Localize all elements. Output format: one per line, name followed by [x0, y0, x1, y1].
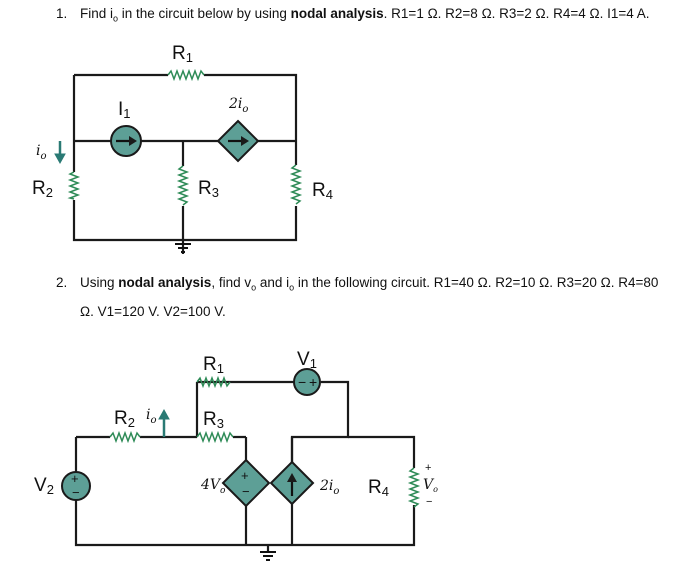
circuit-1: R1 I1 2io io R2 R3 R4: [32, 43, 333, 254]
c2-v2-plus: +: [71, 471, 79, 486]
c1-r4-resistor: [289, 164, 303, 205]
c1-left-bottom-wire: [72, 75, 298, 242]
c1-r3-label: R3: [198, 178, 219, 200]
problem-1-text-mid: in the circuit below by using: [118, 6, 291, 21]
c2-v1-plus: +: [309, 374, 317, 390]
c2-dependent-voltage-source: [221, 458, 271, 508]
problem-2-number: 2.: [56, 275, 68, 290]
c1-ground-icon: [175, 243, 191, 253]
c2-depv-plus: +: [241, 468, 249, 483]
c1-dep-label: 2io: [228, 96, 248, 115]
c2-r2-label: R2: [114, 408, 135, 430]
c1-r1-label: R1: [172, 43, 193, 65]
problem-1-text-pre: Find i: [80, 6, 114, 21]
c2-v2-minus: −: [72, 485, 80, 500]
problem-2-line-1: 2.Using nodal analysis, find vo and io i…: [56, 271, 696, 300]
c2-r2-resistor: [109, 430, 141, 444]
c1-i1-arrow-icon: [129, 136, 137, 146]
problem-2-bold: nodal analysis: [118, 275, 212, 290]
circuit-2: − + + − + − R1 V1 R2 io R3 V2 4Vo 2io R4…: [34, 349, 438, 561]
problem-2-line-2: Ω. V1=120 V. V2=100 V.: [80, 303, 226, 319]
problem-1-statement: 1.Find io in the circuit below by using …: [56, 2, 696, 31]
c2-r1-label: R1: [203, 354, 224, 376]
c2-r4-resistor: [407, 467, 421, 508]
c2-depi-arrow-icon: [287, 473, 297, 482]
c1-r3-resistor: [176, 165, 190, 206]
c1-i1-label: I1: [118, 99, 131, 121]
c2-vo-minus: −: [426, 496, 432, 508]
c2-v2-label: V2: [34, 475, 54, 497]
problem-1-text-post: . R1=1 Ω. R2=8 Ω. R3=2 Ω. R4=4 Ω. I1=4 A…: [383, 6, 650, 21]
c2-r4-branch: [348, 435, 416, 468]
c2-top-wire: [197, 380, 350, 545]
c1-top-wire: [74, 73, 298, 165]
c2-depi-label: 2io: [319, 478, 339, 497]
problem-2-text-mid: , find v: [211, 275, 252, 290]
c2-v2-voltage-source: [61, 471, 91, 501]
c2-v1-voltage-source: [293, 368, 321, 396]
c2-io-arrow-icon: [158, 408, 170, 420]
c1-r2-resistor: [67, 171, 81, 200]
problem-2-sub2: o: [289, 282, 295, 293]
problem-2-sub1: o: [251, 282, 257, 293]
problem-2-text-post: in the following circuit. R1=40 Ω. R2=10…: [294, 275, 659, 290]
c1-r2-label: R2: [32, 178, 53, 200]
c2-r1-resistor: [196, 375, 231, 389]
problem-1-number: 1.: [56, 6, 68, 21]
c2-r3-label: R3: [203, 409, 224, 431]
problem-1-bold: nodal analysis: [290, 6, 384, 21]
c2-v1-label: V1: [297, 349, 317, 371]
c2-io-label: io: [146, 407, 157, 426]
c2-depv-label: 4Vo: [200, 477, 226, 496]
problem-2-statement: 2.Using nodal analysis, find vo and io i…: [56, 271, 696, 324]
c1-io-label: io: [36, 143, 47, 162]
c2-vo-label: Vo: [423, 477, 438, 494]
c2-depv-minus: −: [242, 484, 250, 499]
problem-1-sub: o: [113, 13, 119, 24]
c1-r1-resistor: [167, 68, 205, 82]
c1-dep-arrow-icon: [241, 136, 249, 146]
c1-r4-label: R4: [312, 180, 333, 202]
c2-r4-label: R4: [368, 477, 389, 499]
problem-2-text-pre: Using: [80, 275, 119, 290]
c2-v1-minus: −: [298, 374, 306, 390]
problem-2-text-mid2: and i: [256, 275, 290, 290]
c2-ground-icon: [260, 551, 276, 561]
c1-io-arrow-icon: [54, 153, 66, 165]
c2-r3-resistor: [196, 430, 234, 444]
c2-vo-plus: +: [425, 462, 431, 474]
